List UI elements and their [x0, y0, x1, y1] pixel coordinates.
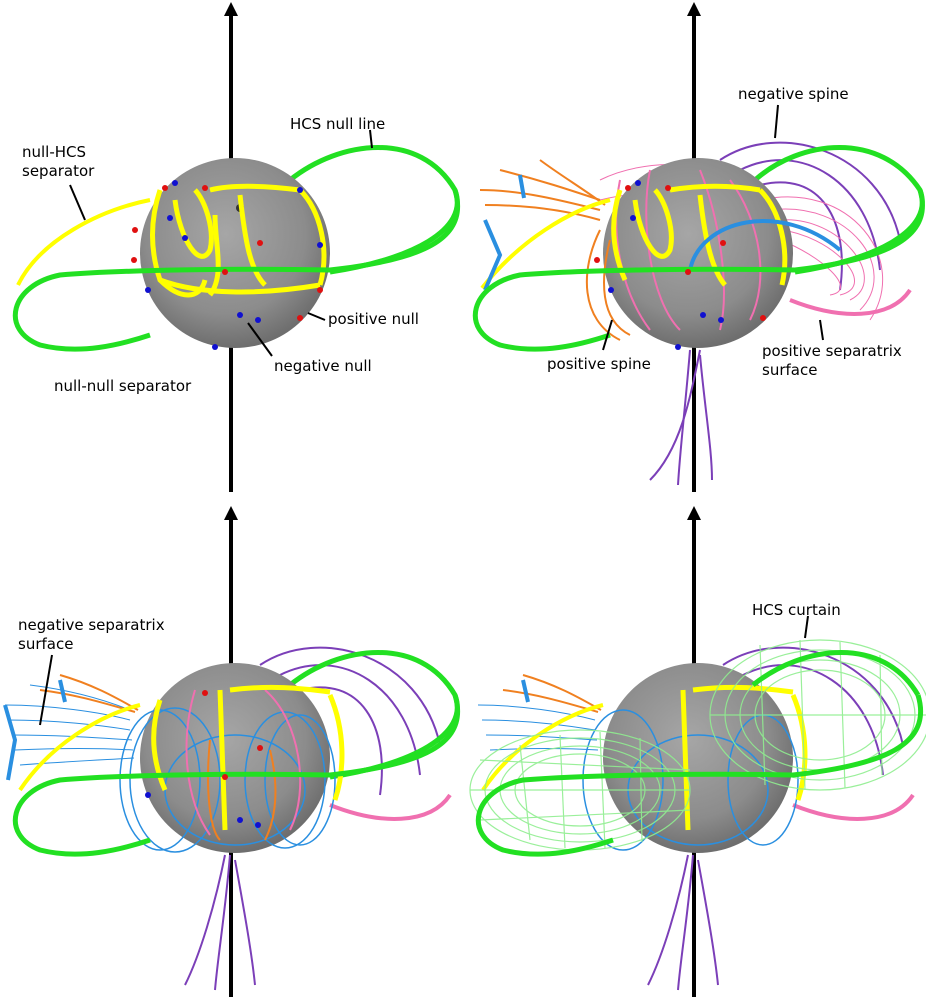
leader-line: [819, 319, 824, 341]
leader-line: [39, 654, 53, 726]
positive-null-markers: [202, 690, 263, 780]
negative-separatrix-edge: [521, 679, 530, 703]
label-null-hcs-separator-line1: null-HCS: [22, 143, 86, 161]
positive-null-markers: [594, 185, 766, 321]
sun-sphere: [140, 158, 330, 348]
null-hcs-separator: [16, 198, 151, 286]
panel-top-right: negative spine positive spine positive s…: [472, 2, 925, 492]
hcs-null-line: [288, 650, 460, 780]
hcs-null-line: [288, 145, 460, 275]
label-null-hcs-separator-line2: separator: [22, 162, 95, 180]
negative-separatrix-edge: [3, 679, 67, 781]
hcs-null-line-front: [12, 694, 461, 857]
label-positive-null: positive null: [328, 310, 419, 328]
null-hcs-separator: [480, 198, 611, 290]
negative-spine-lines: [649, 141, 901, 486]
leader-line: [774, 104, 779, 139]
positive-separatrix-disk-lines: [185, 689, 302, 836]
negative-spine-lines: [184, 646, 441, 991]
leader-line: [804, 615, 809, 639]
axis-arrowhead: [687, 2, 701, 16]
label-positive-spine: positive spine: [547, 355, 651, 373]
label-negative-spine: negative spine: [738, 85, 849, 103]
positive-spine-lines: [479, 159, 631, 341]
sun-sphere: [603, 663, 793, 853]
panel-bottom-left: negative separatrix surface: [3, 506, 461, 997]
leader-line: [69, 184, 86, 221]
null-null-separator-lines: [680, 684, 808, 831]
leader-line: [369, 129, 373, 149]
hcs-null-line-front: [12, 189, 461, 352]
positive-separatrix-edge: [329, 793, 452, 821]
positive-separatrix-edge: [789, 288, 912, 316]
positive-separatrix-edge: [792, 793, 915, 821]
hcs-null-line-front: [472, 189, 925, 352]
negative-null-markers: [608, 180, 724, 350]
panel-top-left: HCS null line null-HCS separator positiv…: [12, 2, 461, 492]
hcs-null-line: [751, 650, 921, 697]
negative-separatrix-disk-loops: [119, 707, 336, 853]
null-null-separator-lines: [150, 183, 327, 298]
negative-spine-lines: [647, 646, 904, 991]
positive-null-markers: [131, 185, 323, 321]
label-positive-separatrix-line2: surface: [762, 361, 817, 379]
label-negative-separatrix-line2: surface: [18, 635, 73, 653]
leader-line: [602, 319, 613, 351]
axis-arrowhead: [687, 506, 701, 520]
leader-line: [247, 322, 273, 357]
negative-null-markers: [145, 180, 323, 350]
negative-null-markers: [145, 792, 261, 828]
label-positive-separatrix-line1: positive separatrix: [762, 342, 902, 360]
axis-arrowhead: [224, 2, 238, 16]
negative-separatrix-edge: [483, 174, 842, 291]
panel-bottom-right: HCS curtain: [469, 506, 926, 997]
null-null-separator-lines: [151, 684, 345, 831]
label-null-null-separator: null-null separator: [54, 377, 192, 395]
label-negative-separatrix-line1: negative separatrix: [18, 616, 165, 634]
null-hcs-separator: [18, 703, 141, 792]
label-hcs-null-line: HCS null line: [290, 115, 385, 133]
label-hcs-curtain: HCS curtain: [752, 601, 841, 619]
hcs-null-line-front: [475, 694, 924, 857]
label-negative-null: negative null: [274, 357, 372, 375]
leader-line: [307, 312, 326, 321]
axis-arrowhead: [224, 506, 238, 520]
negative-separatrix-surface: [4, 684, 135, 766]
